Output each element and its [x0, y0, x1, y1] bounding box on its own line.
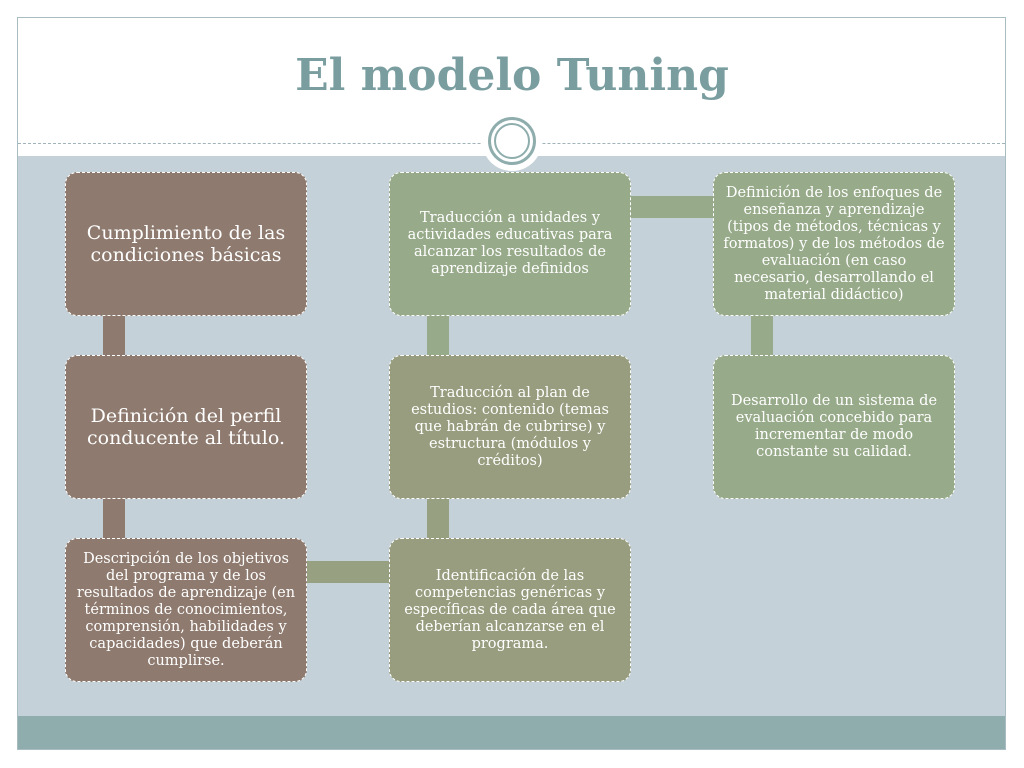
step-box-perfil-basicas: Cumplimiento de las condiciones básicas: [65, 172, 307, 316]
step-text: Traducción a unidades y actividades educ…: [407, 210, 613, 277]
step-box-perfil-titulo: Definición del perfil conducente al títu…: [65, 355, 307, 499]
step-box-unidades: Traducción a unidades y actividades educ…: [389, 172, 631, 316]
step-text: Definición de los enfoques de enseñanza …: [723, 184, 945, 303]
step-text: Definición del perfil conducente al títu…: [86, 405, 285, 449]
slide-title: El modelo Tuning: [295, 50, 729, 101]
connector-b6-b7: [631, 196, 713, 218]
connector-b1-b2: [103, 316, 125, 356]
step-box-enfoques: Definición de los enfoques de enseñanza …: [713, 172, 955, 316]
step-text: Desarrollo de un sistema de evaluación c…: [730, 393, 938, 460]
step-text: Cumplimiento de las condiciones básicas: [86, 222, 286, 266]
connector-b4-b5: [427, 498, 449, 538]
connector-b5-b6: [427, 316, 449, 356]
circle-ornament-inner: [494, 123, 530, 159]
connector-b2-b3: [103, 498, 125, 538]
step-box-evaluacion: Desarrollo de un sistema de evaluación c…: [713, 355, 955, 499]
step-box-objetivos: Descripción de los objetivos del program…: [65, 538, 307, 682]
step-box-plan-estudios: Traducción al plan de estudios: contenid…: [389, 355, 631, 499]
connector-b3-b4: [307, 561, 389, 583]
footer-bar: [18, 716, 1005, 749]
step-text: Identificación de las competencias genér…: [404, 567, 616, 652]
step-text: Traducción al plan de estudios: contenid…: [411, 384, 609, 469]
step-text: Descripción de los objetivos del program…: [76, 550, 296, 669]
step-box-competencias: Identificación de las competencias genér…: [389, 538, 631, 682]
connector-b7-b8: [751, 316, 773, 356]
